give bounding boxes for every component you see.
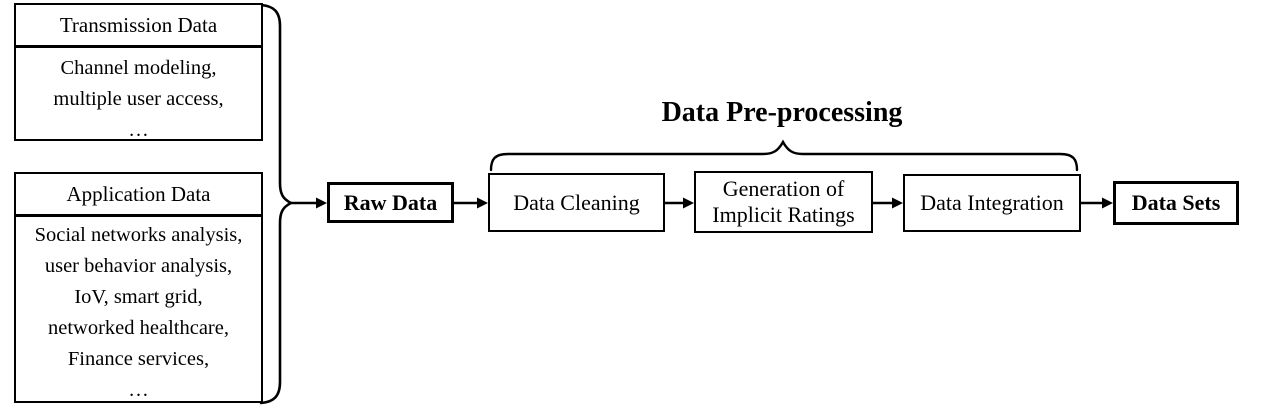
application-item: IoV, smart grid, [74,286,203,308]
preprocessing-brace [489,139,1079,172]
arrow-cleaning-to-generation [665,197,694,209]
transmission-item: multiple user access, [53,88,224,110]
raw-data-box: Raw Data [327,182,454,223]
application-item: Social networks analysis, [34,224,243,246]
preprocessing-section-title: Data Pre-processing [661,97,903,128]
implicit-ratings-generation-box: Generation of Implicit Ratings [694,171,873,233]
data-sets-box: Data Sets [1113,181,1239,225]
application-item: user behavior analysis, [44,255,233,277]
data-cleaning-box: Data Cleaning [488,173,665,232]
application-item: networked healthcare, [48,317,229,339]
arrow-raw-to-cleaning [454,197,488,209]
arrow-generation-to-integration [873,197,903,209]
data-integration-box: Data Integration [903,174,1081,232]
application-item: Finance services, [67,348,210,370]
application-data-items: Social networks analysis, user behavior … [16,217,261,406]
sources-group-brace [259,3,294,405]
arrow-integration-to-sets [1081,197,1113,209]
transmission-data-box: Transmission Data Channel modeling, mult… [14,3,263,141]
application-data-box: Application Data Social networks analysi… [14,172,263,403]
transmission-item-ellipsis: … [128,119,149,141]
application-item-ellipsis: … [128,379,149,401]
arrow-sources-to-raw [291,197,327,209]
transmission-item: Channel modeling, [60,57,217,79]
transmission-data-title: Transmission Data [16,5,261,48]
application-data-title: Application Data [16,174,261,217]
transmission-data-items: Channel modeling, multiple user access, … [16,48,261,146]
